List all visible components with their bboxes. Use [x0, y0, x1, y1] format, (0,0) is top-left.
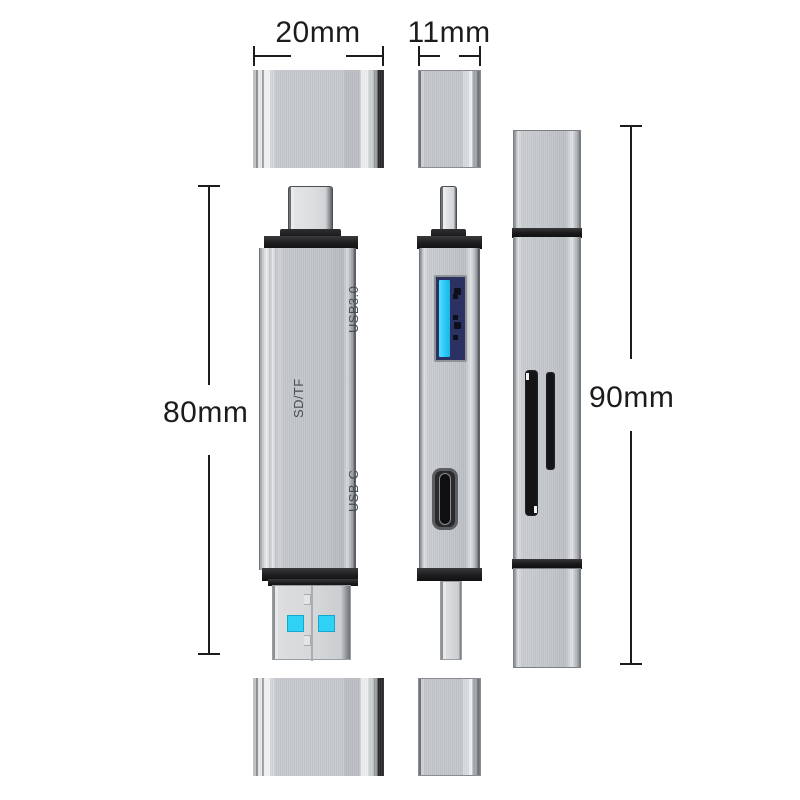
dimension-line-80mm: [198, 185, 220, 655]
body-band-upper: [512, 228, 582, 238]
dimension-label-20mm: 20mm: [275, 16, 361, 49]
usb-a-male-connector: [272, 585, 351, 661]
side-body-top-cap: [417, 236, 482, 249]
usb-a-contact-right: [318, 615, 335, 632]
port-label-usbc: USB-C: [346, 469, 361, 512]
usb-c-male-connector-side: [440, 186, 457, 233]
usb-a-seam: [311, 586, 313, 661]
usb-3-0-pin-3: [453, 294, 458, 299]
endview-bottom-wide: [253, 678, 384, 776]
dimension-label-90mm: 90mm: [589, 381, 675, 414]
usb-a-notch-bottom: [304, 635, 311, 646]
tf-card-slot: [546, 372, 555, 470]
port-label-sdtf: SD/TF: [291, 378, 306, 418]
usb-a-notch-top: [304, 594, 311, 605]
usb-a-male-connector-side: [440, 581, 462, 660]
dimension-label-11mm: 11mm: [407, 16, 491, 49]
usb-c-shoulder: [280, 229, 341, 238]
body-bottom-cap: [262, 568, 358, 581]
usb-3-0-pin-4: [453, 315, 458, 320]
endview-bottom-narrow: [418, 678, 481, 776]
endview-top-wide: [253, 70, 384, 168]
usb-a-contact-left: [287, 615, 304, 632]
body-band-lower: [512, 559, 582, 569]
dimension-line-90mm: [620, 125, 642, 665]
usb-3-0-pin-5: [453, 335, 458, 340]
usb-3-0-pin-2: [454, 322, 461, 329]
body-bottom-cap-shadow: [268, 579, 358, 586]
dimension-line-11mm: [418, 46, 481, 66]
usb-3-0-female-port: [434, 275, 467, 362]
side-body-bottom-cap: [417, 568, 482, 581]
usb-3-0-pin-1: [454, 288, 461, 295]
usb-c-shoulder-side: [431, 229, 466, 238]
device-body-right-bottom: [513, 568, 581, 668]
dimension-line-20mm: [253, 46, 384, 66]
usb-3-0-tongue: [439, 280, 450, 357]
endview-top-narrow: [418, 70, 481, 168]
usb-c-male-connector: [288, 186, 333, 233]
device-body-front: [259, 248, 356, 570]
dimension-label-80mm: 80mm: [163, 396, 249, 429]
device-body-right-top: [513, 130, 581, 230]
sd-card-slot: [525, 370, 538, 516]
port-label-usb3: USB3.0: [346, 285, 361, 333]
body-top-cap: [264, 236, 358, 249]
usb-c-port-opening: [439, 473, 451, 525]
usb-c-female-port: [432, 468, 458, 530]
